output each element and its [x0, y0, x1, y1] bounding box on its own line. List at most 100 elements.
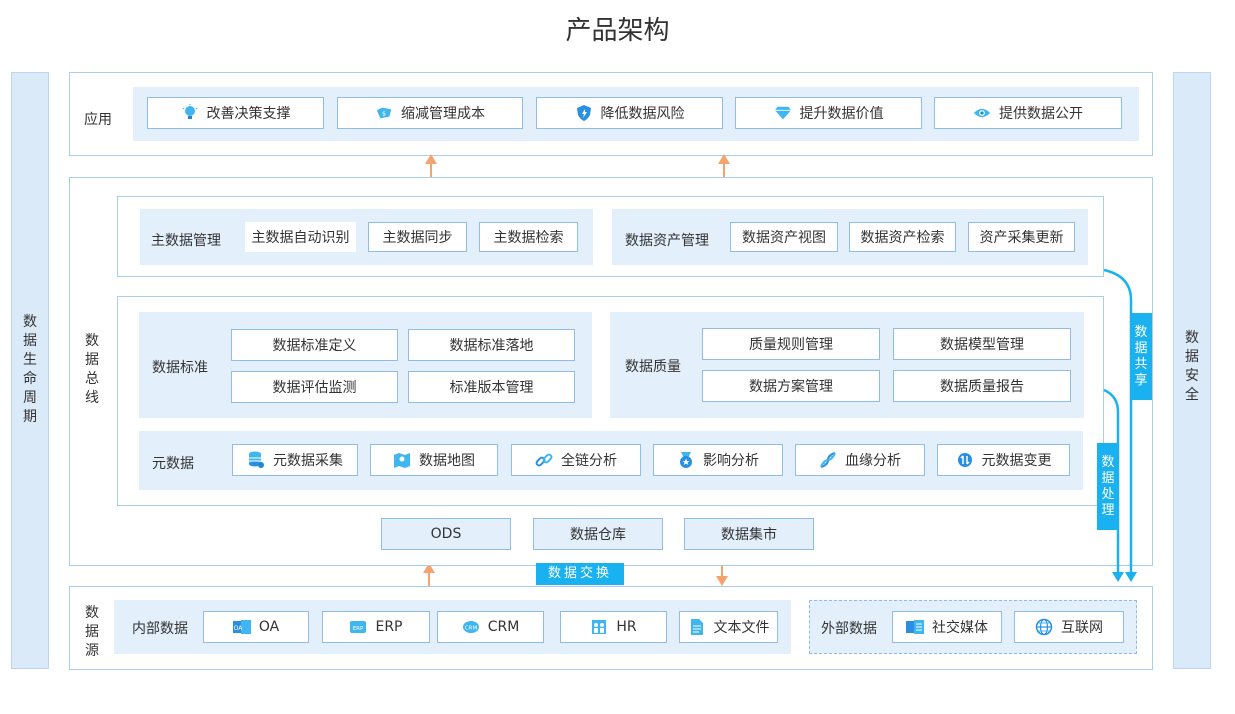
meta-item-label: 数据地图	[419, 453, 475, 469]
quality-item-model[interactable]: 数据模型管理	[893, 328, 1071, 360]
svg-text:OA: OA	[233, 625, 243, 632]
asset-label: 数据资产管理	[625, 233, 709, 249]
shield-icon	[575, 104, 593, 122]
medal-icon	[677, 451, 695, 469]
source-item-label: ERP	[375, 619, 403, 635]
meta-item-map[interactable]: 数据地图	[370, 444, 498, 476]
erp-icon: ERP	[349, 618, 367, 636]
master-item-identify[interactable]: 主数据自动识别	[245, 222, 356, 252]
quality-item-report[interactable]: 数据质量报告	[893, 370, 1071, 402]
data-share-label: 数据共享	[1134, 324, 1148, 388]
meta-item-label: 影响分析	[703, 453, 759, 469]
source-item-label: 互联网	[1061, 620, 1103, 636]
process-flow-line	[1103, 388, 1120, 574]
document-icon	[688, 618, 706, 636]
data-bus-label: 数据总线	[85, 333, 99, 406]
source-item-label: 文本文件	[713, 620, 770, 636]
share-arrowhead-icon	[1125, 572, 1137, 582]
meta-item-label: 血缘分析	[845, 453, 901, 469]
app-item-label: 提供数据公开	[999, 106, 1083, 122]
dna-icon	[819, 451, 837, 469]
money-icon: $	[375, 104, 393, 122]
standard-item-label: 数据标准定义	[272, 338, 357, 354]
storage-warehouse[interactable]: 数据仓库	[533, 518, 663, 550]
standard-item-apply[interactable]: 数据标准落地	[408, 329, 575, 361]
source-item-crm[interactable]: CRM CRM	[437, 611, 544, 643]
data-exchange-tag: 数据交换	[536, 563, 624, 585]
meta-item-label: 元数据变更	[981, 453, 1052, 469]
oa-icon: OA	[232, 618, 251, 636]
storage-label: 数据集市	[721, 527, 777, 543]
asset-item-label: 资产采集更新	[979, 230, 1064, 246]
master-label: 主数据管理	[151, 233, 221, 249]
quality-item-plan[interactable]: 数据方案管理	[702, 370, 880, 402]
standard-item-version[interactable]: 标准版本管理	[408, 371, 575, 403]
app-item-label: 降低数据风险	[600, 106, 685, 122]
master-item-label: 主数据同步	[382, 230, 453, 246]
master-item-sync[interactable]: 主数据同步	[368, 222, 467, 252]
app-item-label: 提升数据价值	[799, 106, 884, 122]
source-item-label: HR	[616, 619, 637, 635]
page-title: 产品架构	[565, 16, 670, 46]
security-panel: 数据安全	[1173, 72, 1211, 669]
up-arrow-1-icon	[425, 154, 437, 177]
data-share-tag: 数据共享	[1130, 313, 1152, 400]
quality-label: 数据质量	[625, 359, 681, 375]
storage-label: ODS	[430, 526, 462, 542]
data-process-label: 数据处理	[1101, 454, 1115, 518]
source-item-label: CRM	[487, 619, 520, 635]
app-item-cost[interactable]: $ 缩减管理成本	[337, 97, 523, 129]
source-item-erp[interactable]: ERP ERP	[322, 611, 430, 643]
quality-item-rules[interactable]: 质量规则管理	[702, 328, 880, 360]
master-item-search[interactable]: 主数据检索	[479, 222, 578, 252]
meta-item-label: 全链分析	[561, 453, 617, 469]
svg-text:ERP: ERP	[353, 626, 364, 632]
source-item-textfile[interactable]: 文本文件	[679, 611, 778, 643]
storage-ods[interactable]: ODS	[381, 518, 511, 550]
source-item-hr[interactable]: HR	[560, 611, 667, 643]
source-item-oa[interactable]: OA OA	[203, 611, 309, 643]
data-exchange-label: 数据交换	[547, 566, 612, 581]
app-item-decision[interactable]: 改善决策支撑	[147, 97, 324, 129]
asset-item-view[interactable]: 数据资产视图	[730, 222, 838, 252]
app-item-open[interactable]: 提供数据公开	[934, 97, 1122, 129]
eye-icon	[973, 104, 991, 122]
meta-item-lineage[interactable]: 血缘分析	[795, 444, 925, 476]
asset-item-search[interactable]: 数据资产检索	[849, 222, 956, 252]
source-item-social[interactable]: 社交媒体	[892, 611, 1002, 643]
up-arrow-3-icon	[423, 563, 435, 586]
storage-label: 数据仓库	[570, 527, 626, 543]
source-item-label: OA	[258, 619, 280, 635]
up-arrow-2-icon	[718, 154, 730, 177]
standard-item-monitor[interactable]: 数据评估监测	[231, 371, 398, 403]
quality-item-label: 数据模型管理	[940, 337, 1024, 353]
master-item-label: 主数据自动识别	[251, 230, 350, 246]
globe-icon	[1035, 618, 1053, 636]
lightbulb-icon	[181, 104, 199, 122]
master-item-label: 主数据检索	[493, 230, 564, 246]
process-arrowhead-icon	[1112, 572, 1124, 582]
meta-item-impact[interactable]: 影响分析	[653, 444, 783, 476]
app-item-label: 缩减管理成本	[401, 106, 485, 122]
meta-item-label: 元数据采集	[273, 453, 343, 469]
asset-item-collect[interactable]: 资产采集更新	[968, 222, 1075, 252]
database-icon	[247, 451, 265, 469]
meta-item-change[interactable]: 元数据变更	[937, 444, 1070, 476]
standard-item-define[interactable]: 数据标准定义	[231, 329, 398, 361]
app-item-value[interactable]: 提升数据价值	[735, 97, 922, 129]
meta-item-chain[interactable]: 全链分析	[511, 444, 641, 476]
meta-item-collect[interactable]: 元数据采集	[232, 444, 358, 476]
storage-mart[interactable]: 数据集市	[684, 518, 814, 550]
svg-text:CRM: CRM	[464, 626, 477, 632]
change-icon	[956, 451, 974, 469]
data-process-tag: 数据处理	[1097, 443, 1119, 530]
lifecycle-label: 数据生命周期	[23, 314, 37, 425]
standard-item-label: 数据标准落地	[449, 338, 534, 354]
crm-icon: CRM	[462, 618, 480, 636]
standard-item-label: 标准版本管理	[449, 380, 534, 396]
asset-item-label: 数据资产检索	[860, 230, 945, 246]
source-item-internet[interactable]: 互联网	[1014, 611, 1124, 643]
app-item-risk[interactable]: 降低数据风险	[536, 97, 723, 129]
